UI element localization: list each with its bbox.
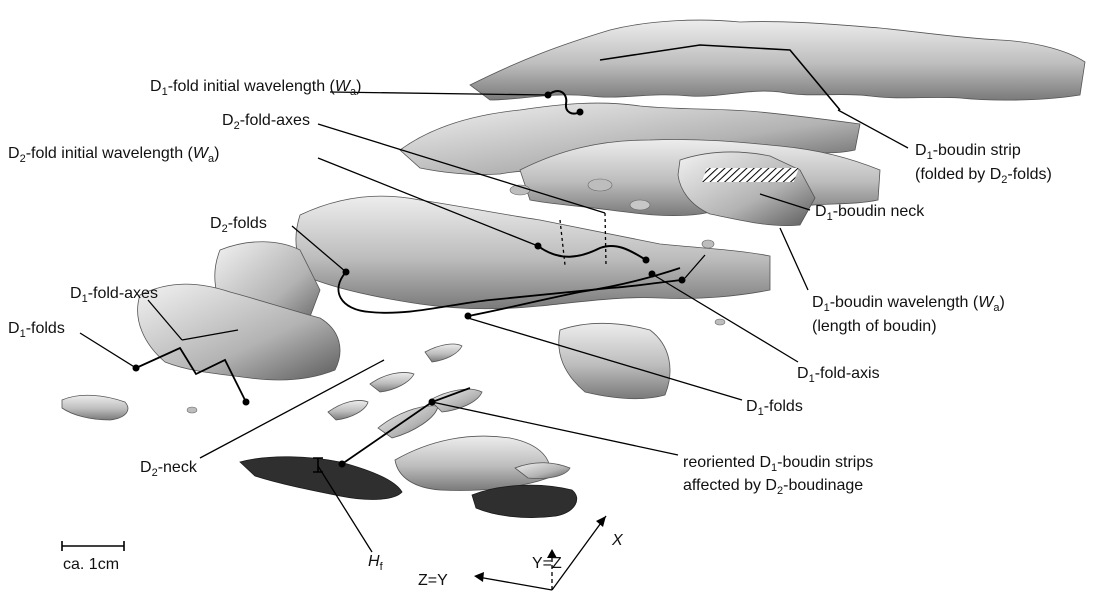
axis-z-arrowhead [474,572,484,582]
label-d2-fold-axes: D2-fold-axes [222,112,310,132]
annotation-dot [535,243,542,250]
reoriented-lens-2 [370,372,414,392]
bottom-dark-slab-left [240,457,402,500]
label-reoriented-line2: affected by D2-boudinage [683,477,863,497]
d1-boudin-wavelength-leader [780,228,808,290]
pebble [187,407,197,413]
label-d1-fold-axis: D1-fold-axis [797,365,880,385]
boudin-neck-hatch [702,168,799,182]
label-d1-fold-initial-wavelength: D1-fold initial wavelength (Wa) [150,78,361,98]
annotation-dot [545,92,552,99]
label-d2-neck: D2-neck [140,459,198,479]
annotation-dot [339,461,346,468]
annotation-dot [429,399,436,406]
annotation-dot [643,257,650,264]
axis-y-eq-z-label: Y=Z [532,555,562,572]
axis-x-arrow [552,516,606,590]
label-d1-folds-left: D1-folds [8,320,65,340]
pebble [715,319,725,325]
label-reoriented-line1: reoriented D1-boudin strips [683,454,873,474]
label-d2-fold-initial-wavelength: D2-fold initial wavelength (Wa) [8,145,219,165]
label-d1-boudin-strip: D1-boudin strip [915,142,1021,162]
pebble [588,179,612,191]
small-lens-left [62,395,128,420]
annotation-dot [649,271,656,278]
axis-x-arrowhead [596,516,606,527]
reoriented-lens-1 [328,400,368,420]
scale-bar-line [62,541,124,551]
axes-indicator: X Y=Z Z=Y [418,516,624,590]
label-d1-boudin-wavelength: D1-boudin wavelength (Wa) [812,294,1005,314]
label-d2-folds: D2-folds [210,215,267,235]
upper-boudin-strip-back [470,20,1085,100]
label-d1-boudin-neck: D1-boudin neck [815,203,925,223]
d1-folds-left-leader [80,333,136,368]
annotation-dot [679,277,686,284]
scale-bar: ca. 1cm [62,541,124,573]
scale-bar-label: ca. 1cm [63,556,119,573]
reoriented-lens-3 [425,344,462,362]
lower-right-block [559,323,670,398]
pebble [630,200,650,210]
annotation-dot [343,269,350,276]
annotation-dot [133,365,140,372]
annotation-dot [465,313,472,320]
annotation-dot [243,399,250,406]
label-length-of-boudin: (length of boudin) [812,318,937,335]
label-hf: Hf [368,553,384,573]
bottom-slab-body [395,436,550,490]
label-d1-boudin-strip-note: (folded by D2-folds) [915,166,1052,186]
annotation-dot [577,109,584,116]
pebble [702,240,714,248]
bottom-dark-slab-right [472,485,577,517]
label-d1-folds-right: D1-folds [746,398,803,418]
axis-x-label: X [611,532,624,549]
axis-z-eq-y-label: Z=Y [418,572,448,589]
axis-z-arrow [478,577,552,590]
